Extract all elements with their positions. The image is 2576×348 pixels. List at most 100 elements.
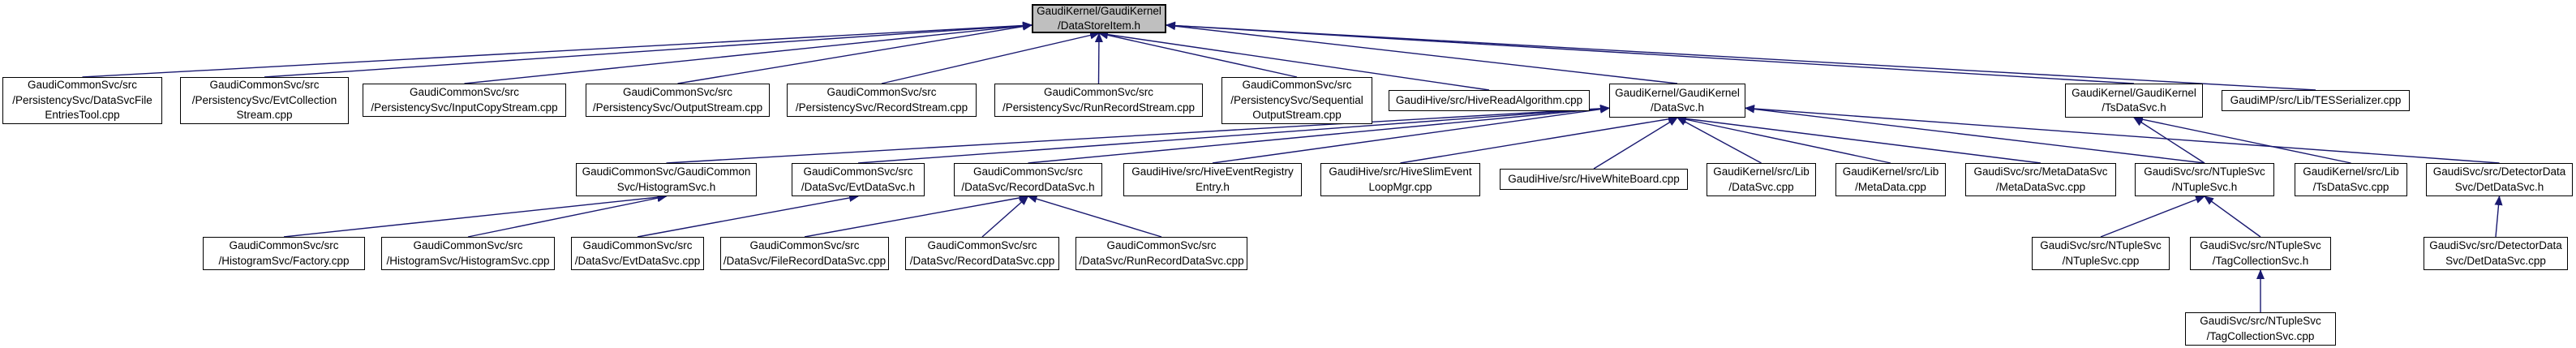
include-edge-tes-serializer-cpp-to-data-store-item-h — [1166, 21, 2316, 91]
node-label-line: LoopMgr.cpp — [1368, 180, 1432, 193]
node-label-line: /TsDataSvc.h — [2102, 101, 2166, 114]
node-label-line: Svc/HistogramSvc.h — [616, 180, 716, 193]
node-label-line: /PersistencySvc/RecordStream.cpp — [795, 101, 968, 114]
node-label-line: Svc/DetDataSvc.cpp — [2445, 254, 2546, 267]
graph-node-evt-collection-stream-cpp[interactable]: GaudiCommonSvc/src/PersistencySvc/EvtCol… — [180, 77, 349, 124]
graph-node-tes-serializer-cpp[interactable]: GaudiMP/src/Lib/TESSerializer.cpp — [2222, 90, 2410, 111]
graph-node-ntuple-svc-cpp[interactable]: GaudiSvc/src/NTupleSvc/NTupleSvc.cpp — [2032, 237, 2170, 270]
include-edge-evt-data-svc-cpp-to-evt-data-svc-h — [637, 194, 859, 238]
graph-node-data-svc-file-entries-tool-cpp[interactable]: GaudiCommonSvc/src/PersistencySvc/DataSv… — [2, 77, 162, 124]
node-label-line: GaudiSvc/src/NTupleSvc — [2040, 239, 2162, 251]
graph-node-hive-read-algorithm-cpp[interactable]: GaudiHive/src/HiveReadAlgorithm.cpp — [1389, 90, 1590, 111]
include-edge-hive-read-algorithm-cpp-to-data-store-item-h — [1098, 30, 1490, 91]
graph-node-data-svc-h[interactable]: GaudiKernel/GaudiKernel/DataSvc.h — [1609, 84, 1745, 118]
graph-node-data-svc-cpp[interactable]: GaudiKernel/src/Lib/DataSvc.cpp — [1707, 163, 1816, 196]
graph-node-ntuple-svc-h[interactable]: GaudiSvc/src/NTupleSvc/NTupleSvc.h — [2135, 163, 2274, 196]
include-edge-output-stream-cpp-to-data-store-item-h — [677, 22, 1033, 84]
graph-node-record-stream-cpp[interactable]: GaudiCommonSvc/src/PersistencySvc/Record… — [787, 84, 977, 117]
node-label-line: GaudiCommonSvc/src — [749, 239, 860, 251]
node-label-line: /DataSvc.cpp — [1728, 180, 1794, 193]
node-label-line: GaudiCommonSvc/src — [229, 239, 339, 251]
include-edge-run-record-stream-cpp-to-data-store-item-h — [1094, 32, 1103, 84]
node-label-line: GaudiCommonSvc/src — [1242, 79, 1352, 92]
include-edge-file-record-data-svc-cpp-to-record-data-svc-h — [804, 194, 1029, 238]
node-label-line: GaudiSvc/src/DetectorData — [2432, 165, 2566, 178]
graph-node-output-stream-cpp[interactable]: GaudiCommonSvc/src/PersistencySvc/Output… — [586, 84, 770, 117]
node-label-line: GaudiCommonSvc/src — [1106, 239, 1217, 251]
include-edge-data-svc-h-to-data-store-item-h — [1166, 22, 1678, 84]
graph-node-input-copy-stream-cpp[interactable]: GaudiCommonSvc/src/PersistencySvc/InputC… — [363, 84, 566, 117]
graph-node-file-record-data-svc-cpp[interactable]: GaudiCommonSvc/src/DataSvc/FileRecordDat… — [720, 237, 889, 270]
node-label-line: /DataSvc/FileRecordDataSvc.cpp — [723, 254, 887, 267]
include-edge-ntuple-svc-cpp-to-ntuple-svc-h — [2100, 195, 2205, 238]
node-label-line: GaudiHive/src/HiveEventRegistry — [1131, 165, 1294, 178]
node-label-line: GaudiCommonSvc/src — [927, 239, 1037, 251]
node-label-line: /HistogramSvc/HistogramSvc.cpp — [386, 254, 550, 267]
include-edge-ntuple-svc-h-to-data-svc-h — [1745, 105, 2205, 164]
include-edge-record-data-svc-h-to-data-svc-h — [1028, 105, 1610, 164]
node-label-line: /MetaData.cpp — [1855, 180, 1926, 193]
node-label-line: GaudiCommonSvc/src — [622, 86, 733, 98]
graph-node-run-record-data-svc-cpp[interactable]: GaudiCommonSvc/src/DataSvc/RunRecordData… — [1075, 237, 1247, 270]
node-label-line: /DataSvc.h — [1650, 101, 1705, 114]
node-label-line: Entry.h — [1196, 180, 1230, 193]
node-label-line: /TagCollectionSvc.cpp — [2206, 329, 2315, 342]
node-label-line: EntriesTool.cpp — [45, 109, 120, 122]
graph-node-histogram-factory-cpp[interactable]: GaudiCommonSvc/src/HistogramSvc/Factory.… — [203, 237, 365, 270]
graph-node-hive-white-board-cpp[interactable]: GaudiHive/src/HiveWhiteBoard.cpp — [1500, 169, 1688, 190]
node-label-line: /PersistencySvc/Sequential — [1230, 93, 1363, 106]
node-label-line: /DataSvc/EvtDataSvc.cpp — [574, 254, 701, 267]
graph-node-run-record-stream-cpp[interactable]: GaudiCommonSvc/src/PersistencySvc/RunRec… — [994, 84, 1203, 117]
graph-node-tag-collection-svc-cpp[interactable]: GaudiSvc/src/NTupleSvc/TagCollectionSvc.… — [2185, 312, 2336, 346]
node-label-line: GaudiCommonSvc/src — [27, 79, 138, 92]
graph-node-evt-data-svc-cpp[interactable]: GaudiCommonSvc/src/DataSvc/EvtDataSvc.cp… — [571, 237, 704, 270]
include-edge-hive-slim-event-loop-mgr-cpp-to-data-svc-h — [1400, 114, 1678, 164]
node-label-line: GaudiCommonSvc/src — [1043, 86, 1154, 98]
include-edge-ts-data-svc-cpp-to-ts-data-svc-h — [2133, 115, 2351, 164]
graph-node-record-data-svc-cpp[interactable]: GaudiCommonSvc/src/DataSvc/RecordDataSvc… — [905, 237, 1059, 270]
node-label-line: GaudiMP/src/Lib/TESSerializer.cpp — [2230, 93, 2402, 106]
graph-node-histogram-svc-cpp[interactable]: GaudiCommonSvc/src/HistogramSvc/Histogra… — [381, 237, 555, 270]
node-label-line: GaudiSvc/src/MetaDataSvc — [1973, 165, 2108, 178]
graph-node-evt-data-svc-h[interactable]: GaudiCommonSvc/src/DataSvc/EvtDataSvc.h — [792, 163, 925, 196]
node-label-line: /NTupleSvc.h — [2171, 180, 2238, 193]
node-label-line: GaudiKernel/src/Lib — [1713, 165, 1810, 178]
include-edge-record-stream-cpp-to-data-store-item-h — [881, 31, 1100, 84]
include-edge-histogram-svc-cpp-to-histogram-svc-h — [467, 194, 668, 238]
node-label-line: GaudiCommonSvc/src — [413, 239, 523, 251]
graph-node-ts-data-svc-cpp[interactable]: GaudiKernel/src/Lib/TsDataSvc.cpp — [2295, 163, 2407, 196]
include-edge-det-data-svc-cpp-to-det-data-svc-h — [2494, 195, 2503, 238]
node-label-line: GaudiHive/src/HiveReadAlgorithm.cpp — [1395, 93, 1583, 106]
graph-node-meta-data-svc-cpp[interactable]: GaudiSvc/src/MetaDataSvc/MetaDataSvc.cpp — [1965, 163, 2116, 196]
node-label-line: /PersistencySvc/DataSvcFile — [12, 93, 152, 106]
include-edge-meta-data-svc-cpp-to-data-svc-h — [1677, 114, 2041, 164]
graph-node-record-data-svc-h[interactable]: GaudiCommonSvc/src/DataSvc/RecordDataSvc… — [954, 163, 1102, 196]
graph-node-ts-data-svc-h[interactable]: GaudiKernel/GaudiKernel/TsDataSvc.h — [2065, 84, 2203, 118]
graph-node-sequential-output-stream-cpp[interactable]: GaudiCommonSvc/src/PersistencySvc/Sequen… — [1221, 77, 1372, 124]
node-label-line: GaudiHive/src/HiveWhiteBoard.cpp — [1508, 172, 1680, 185]
node-label-line: GaudiCommonSvc/src — [409, 86, 520, 98]
graph-node-tag-collection-svc-h[interactable]: GaudiSvc/src/NTupleSvc/TagCollectionSvc.… — [2190, 237, 2331, 270]
node-label-line: OutputStream.cpp — [1252, 109, 1342, 122]
include-edge-data-svc-file-entries-tool-cpp-to-data-store-item-h — [82, 21, 1033, 78]
node-label-line: /DataSvc/EvtDataSvc.h — [801, 180, 916, 193]
graph-node-meta-data-cpp[interactable]: GaudiKernel/src/Lib/MetaData.cpp — [1835, 163, 1946, 196]
node-label-line: /DataSvc/RecordDataSvc.h — [961, 180, 1095, 193]
graph-node-data-store-item-h[interactable]: GaudiKernel/GaudiKernel/DataStoreItem.h — [1032, 4, 1166, 33]
include-edge-histogram-svc-h-to-data-svc-h — [666, 104, 1610, 164]
node-label-line: GaudiCommonSvc/src — [972, 165, 1084, 178]
node-label-line: Stream.cpp — [236, 109, 293, 122]
include-edge-data-svc-cpp-to-data-svc-h — [1677, 117, 1762, 164]
node-label-line: GaudiSvc/src/NTupleSvc — [2144, 165, 2265, 178]
node-label-line: /DataSvc/RunRecordDataSvc.cpp — [1079, 254, 1244, 267]
include-edge-evt-collection-stream-cpp-to-data-store-item-h — [264, 21, 1033, 78]
include-edge-record-data-svc-cpp-to-record-data-svc-h — [981, 195, 1029, 238]
node-label-line: GaudiCommonSvc/src — [209, 79, 320, 92]
node-label-line: /TagCollectionSvc.h — [2212, 254, 2309, 267]
